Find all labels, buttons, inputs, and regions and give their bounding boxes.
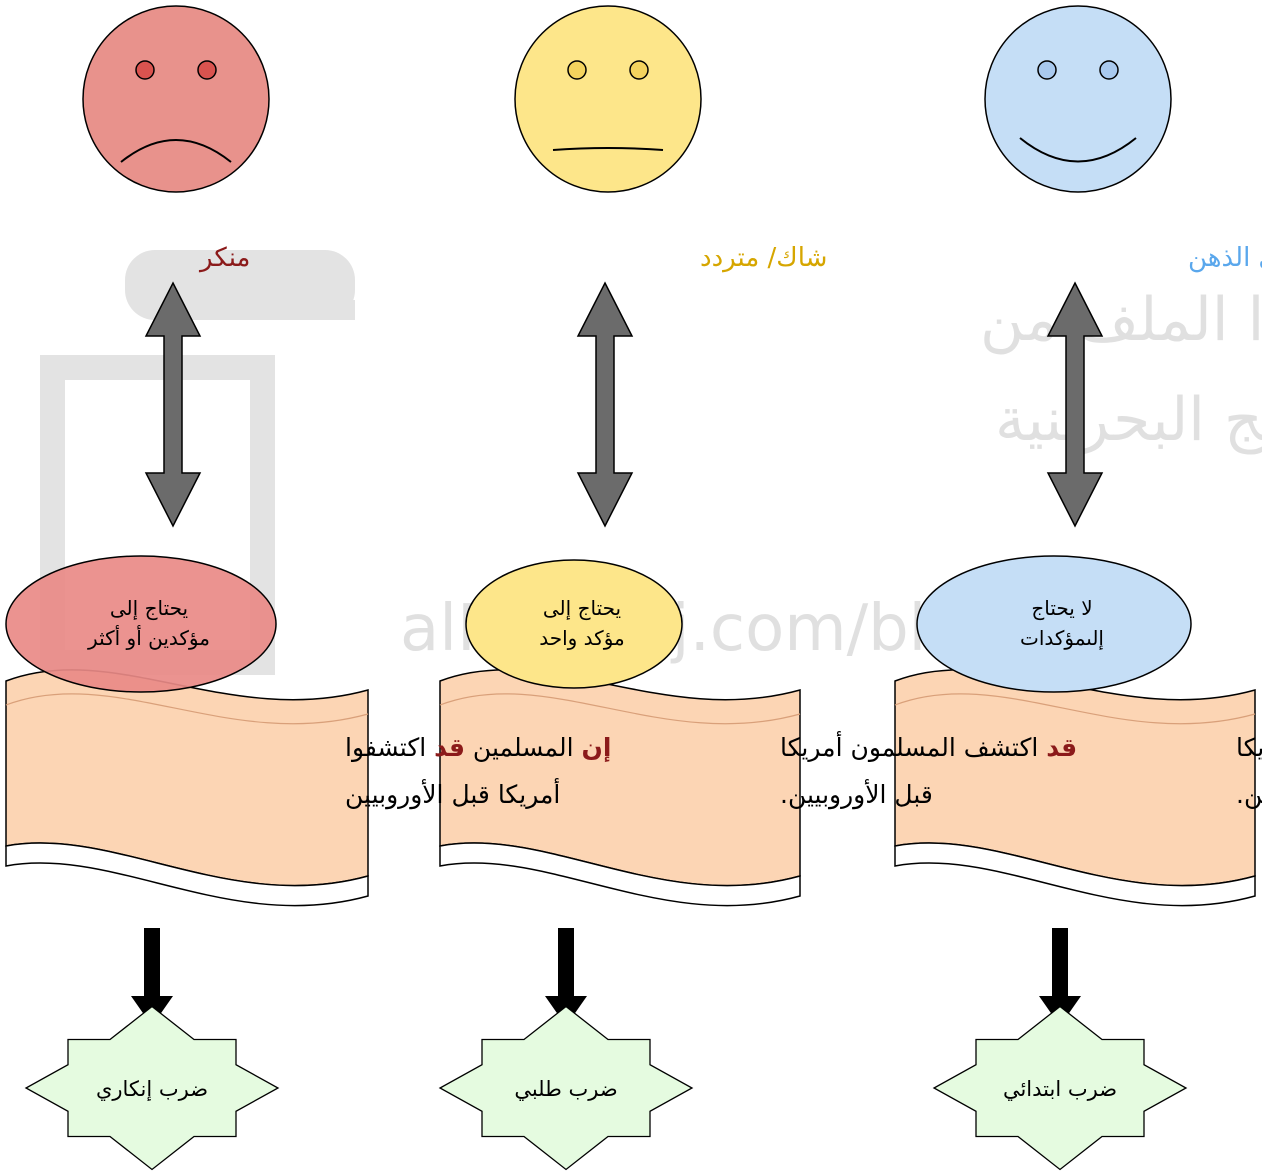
scroll-underside <box>894 842 1256 907</box>
double-arrow-icon <box>1046 281 1104 528</box>
scroll-curl <box>5 693 369 725</box>
scroll-curl <box>439 693 801 725</box>
column-2: شاك/ متردد قد اكتشف المسلمون أمريكا قبل ال… <box>438 5 1077 1171</box>
sentence-text: اكتشف المسلمون أمريكا <box>780 730 1046 762</box>
down-arrow-icon <box>131 928 173 1026</box>
double-arrow-icon <box>144 281 202 528</box>
face-eye-left <box>1037 60 1057 80</box>
sentence-line-1: قد اكتشف المسلمون أمريكا <box>780 730 1077 762</box>
scroll-banner <box>439 669 801 907</box>
need-text-line-2: مؤكد واحد <box>539 626 625 650</box>
type-badge <box>438 1005 694 1171</box>
scroll-banner <box>5 669 369 907</box>
sentence-text: اكتشفوا <box>345 733 434 762</box>
face-eye-left <box>567 60 587 80</box>
sentence-line-2: قبل الأوروبيين. <box>1236 778 1262 810</box>
face-mouth <box>552 147 664 151</box>
emphasis-word: إن <box>582 733 612 762</box>
face-circle <box>514 5 702 193</box>
scroll-banner <box>894 669 1256 907</box>
watermark-doc-icon-edge <box>275 300 355 320</box>
sentence-line-1: إن المسلمين قد اكتشفوا <box>345 733 611 762</box>
sentence-text: قبل الأوروبيين. <box>1236 778 1262 810</box>
need-text-line-1: يحتاج إلى <box>543 596 621 621</box>
receiver-label: منكر <box>198 243 250 273</box>
face-eye-right <box>629 60 649 80</box>
sentence-line-2: قبل الأوروبيين. <box>780 778 933 810</box>
need-text-line-1: لا يحتاج <box>1031 596 1092 620</box>
type-badge <box>24 1005 280 1171</box>
face-eye-left <box>135 60 155 80</box>
type-label: ضرب طلبي <box>514 1077 617 1101</box>
double-arrow-icon <box>576 281 634 528</box>
face-eye-right <box>197 60 217 80</box>
emphasis-word: قد <box>434 733 465 762</box>
need-text-line-2: مؤكدين أو أكثر <box>87 625 210 650</box>
sentence-text: قبل الأوروبيين. <box>780 778 933 810</box>
sentence-line-1: اكتشف المسلمون أمريكا <box>1236 730 1262 762</box>
need-ellipse <box>465 559 683 689</box>
scroll-underside <box>439 842 801 907</box>
face-circle <box>82 5 270 193</box>
receiver-label: شاك/ متردد <box>700 243 827 273</box>
need-text-line-1: يحتاج إلى <box>110 596 188 621</box>
down-arrow-icon <box>1039 928 1081 1026</box>
watermark-line2: موقع المناهج البحرينية <box>995 385 1262 455</box>
column-1: مصدق/ خالي الذهن اكتشف المسلمون أمريكا قبل… <box>894 5 1262 1171</box>
sentence-text: المسلمين <box>465 733 582 762</box>
need-ellipse <box>916 555 1192 693</box>
need-text-line-2: إلىمؤكدات <box>1020 626 1104 651</box>
type-label: ضرب ابتدائي <box>1003 1077 1117 1101</box>
type-badge <box>932 1005 1188 1171</box>
sentence-line-2: أمريكا قبل الأوروبيين <box>345 777 560 810</box>
face-mouth <box>120 139 232 163</box>
scroll-underside <box>5 842 369 907</box>
need-ellipse <box>5 555 277 693</box>
face-eye-right <box>1099 60 1119 80</box>
face-neutral-icon <box>514 5 702 193</box>
face-circle <box>984 5 1172 193</box>
receiver-label: مصدق/ خالي الذهن <box>1188 243 1262 273</box>
down-arrow-icon <box>545 928 587 1026</box>
face-sad-icon <box>82 5 270 193</box>
watermark-line1: تم تحميل هذا الملف من <box>980 285 1262 355</box>
type-label: ضرب إنكاري <box>96 1077 208 1102</box>
scroll-curl <box>894 693 1256 725</box>
face-mouth <box>1019 137 1137 163</box>
column-3: منكر إن المسلمين قد اكتشفوا أمريكا قبل الأ… <box>5 5 611 1171</box>
sentence-text: اكتشف المسلمون أمريكا <box>1236 730 1262 762</box>
face-happy-icon <box>984 5 1172 193</box>
sentence-text: أمريكا قبل الأوروبيين <box>345 777 560 810</box>
emphasis-word: قد <box>1046 733 1077 762</box>
